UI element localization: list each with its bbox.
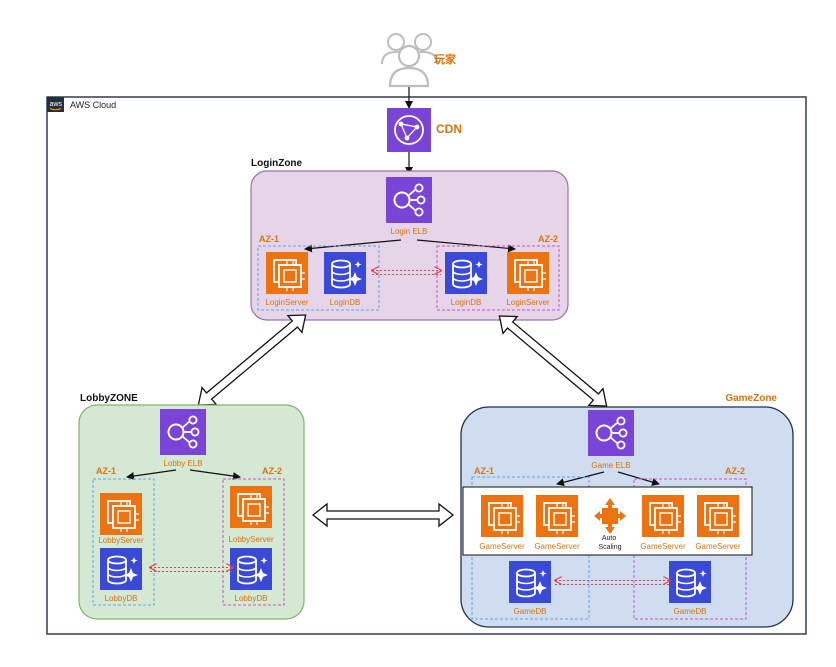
game-server-1-label: GameServer [479, 542, 525, 551]
login-server-2-label: LoginServer [506, 298, 549, 307]
game-db-2-label: GameDB [674, 607, 707, 616]
lobby-server-1-label: LobbyServer [98, 536, 144, 545]
game-az1-label: AZ-1 [474, 466, 494, 476]
lobby-db-replication-arrow [150, 568, 233, 572]
autoscaling-icon [594, 498, 626, 534]
lobby-db-1-icon [99, 547, 143, 591]
lobby-elb-to-az1-arrow [126, 469, 177, 480]
game-az2-label: AZ-2 [725, 466, 745, 476]
login-elb-icon [385, 176, 433, 224]
cloudfront-icon [387, 108, 431, 152]
login-elb-label: Login ELB [391, 227, 428, 236]
game-server-2-icon [535, 494, 579, 538]
game-db-replication-arrow [555, 581, 670, 585]
login-az2-label: AZ-2 [538, 234, 558, 244]
lobby-game-bidirectional-arrow [312, 503, 454, 527]
aws-cloud-label: AWS Cloud [70, 100, 116, 110]
game-db-2-icon [668, 560, 712, 604]
game-zone-title: GameZone [725, 393, 777, 404]
game-server-4-icon [696, 494, 740, 538]
svg-text:aws: aws [50, 101, 63, 108]
game-elb-label: Game ELB [591, 461, 630, 470]
autoscaling-label: Auto Scaling [599, 535, 622, 551]
lobby-db-2-label: LobbyDB [235, 594, 268, 603]
game-elb-icon [587, 409, 635, 457]
login-az1-box [257, 245, 380, 311]
game-server-2-label: GameServer [534, 542, 580, 551]
login-server-2-icon [506, 251, 550, 295]
login-zone: LoginZone Login ELB AZ-1 AZ-2 LoginServe… [250, 158, 569, 321]
login-db-1-icon [323, 251, 367, 295]
users-icon [381, 33, 438, 88]
login-game-bidirectional-arrow [491, 306, 615, 416]
login-db-2-icon [444, 251, 488, 295]
login-lobby-bidirectional-arrow [190, 305, 314, 415]
login-server-1-icon [265, 251, 309, 295]
lobby-db-2-icon [229, 547, 273, 591]
login-server-1-label: LoginServer [265, 298, 308, 307]
login-az2-box [436, 245, 560, 311]
lobby-db-1-label: LobbyDB [105, 594, 138, 603]
game-elb-to-az1-arrow [556, 471, 605, 487]
lobby-elb-to-az2-arrow [189, 469, 241, 480]
lobby-az2-box [222, 478, 285, 606]
login-zone-title: LoginZone [251, 158, 303, 169]
login-elb-to-az2-arrow [416, 239, 516, 253]
lobby-elb-icon [159, 408, 207, 456]
game-server-3-icon [641, 494, 685, 538]
login-db-1-label: LoginDB [330, 298, 361, 307]
game-elb-to-az2-arrow [617, 471, 660, 486]
lobby-zone-title: LobbyZONE [80, 393, 138, 404]
players-node: 玩家 [381, 33, 457, 88]
aws-cloud-border [46, 96, 807, 635]
cdn-label: CDN [436, 122, 462, 136]
lobby-zone: LobbyZONE Lobby ELB AZ-1 AZ-2 LobbyServe… [78, 393, 305, 620]
game-server-4-label: GameServer [695, 542, 741, 551]
cdn-node: CDN [387, 108, 462, 152]
login-db-2-label: LoginDB [451, 298, 482, 307]
lobby-server-1-icon [99, 492, 143, 536]
game-zone: GameZone Game ELB AZ-1 AZ-2 GameServer G… [460, 393, 794, 628]
login-az1-label: AZ-1 [259, 234, 279, 244]
game-server-3-label: GameServer [640, 542, 686, 551]
lobby-az2-label: AZ-2 [262, 466, 282, 476]
aws-cloud-group: aws AWS Cloud [46, 96, 807, 635]
players-label: 玩家 [434, 52, 457, 66]
login-db-replication-arrow [372, 271, 441, 275]
lobby-elb-label: Lobby ELB [163, 459, 202, 468]
lobby-server-2-label: LobbyServer [228, 535, 274, 544]
lobby-az1-label: AZ-1 [96, 466, 116, 476]
game-server-1-icon [480, 494, 524, 538]
lobby-server-2-icon [229, 485, 273, 529]
game-db-1-icon [508, 560, 552, 604]
aws-logo-icon: aws [47, 97, 64, 112]
lobby-az1-box [92, 478, 155, 606]
login-elb-to-az1-arrow [304, 239, 402, 253]
game-db-1-label: GameDB [514, 607, 547, 616]
